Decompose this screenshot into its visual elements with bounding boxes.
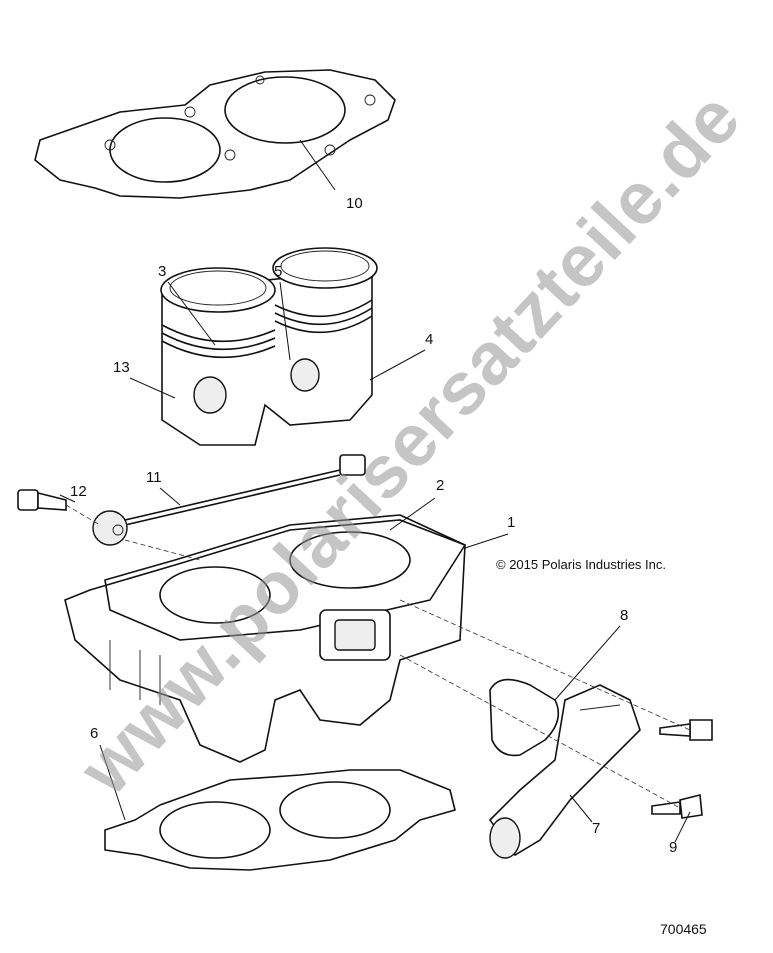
callout-13: 13 bbox=[113, 359, 130, 376]
bolt-part-12 bbox=[17, 489, 67, 511]
diagram-number: 700465 bbox=[660, 921, 707, 937]
cylinder-part-1 bbox=[64, 514, 466, 763]
callout-8: 8 bbox=[620, 607, 629, 624]
copyright-text: © 2015 Polaris Industries Inc. bbox=[496, 557, 666, 572]
callout-6: 6 bbox=[90, 725, 99, 742]
callout-10: 10 bbox=[346, 195, 363, 212]
bolts-part-9 bbox=[651, 719, 713, 819]
callout-5: 5 bbox=[274, 263, 283, 280]
assembly-lines bbox=[65, 504, 691, 809]
o-ring-part-8 bbox=[489, 678, 560, 757]
callout-11: 11 bbox=[146, 469, 162, 486]
callout-1: 1 bbox=[507, 514, 516, 531]
callout-2: 2 bbox=[436, 477, 445, 494]
pistons-part-3-4-5-13 bbox=[160, 247, 378, 446]
callout-9: 9 bbox=[669, 839, 678, 856]
coolant-outlet-part-7 bbox=[488, 684, 641, 859]
sensor-part-11 bbox=[92, 454, 366, 546]
head-gasket-part-10 bbox=[34, 69, 396, 199]
callout-4: 4 bbox=[425, 331, 434, 348]
callout-7: 7 bbox=[592, 820, 601, 837]
leader-lines bbox=[59, 139, 691, 843]
callout-3: 3 bbox=[158, 263, 167, 280]
callout-12: 12 bbox=[70, 483, 87, 500]
base-gasket-part-6 bbox=[104, 769, 456, 871]
